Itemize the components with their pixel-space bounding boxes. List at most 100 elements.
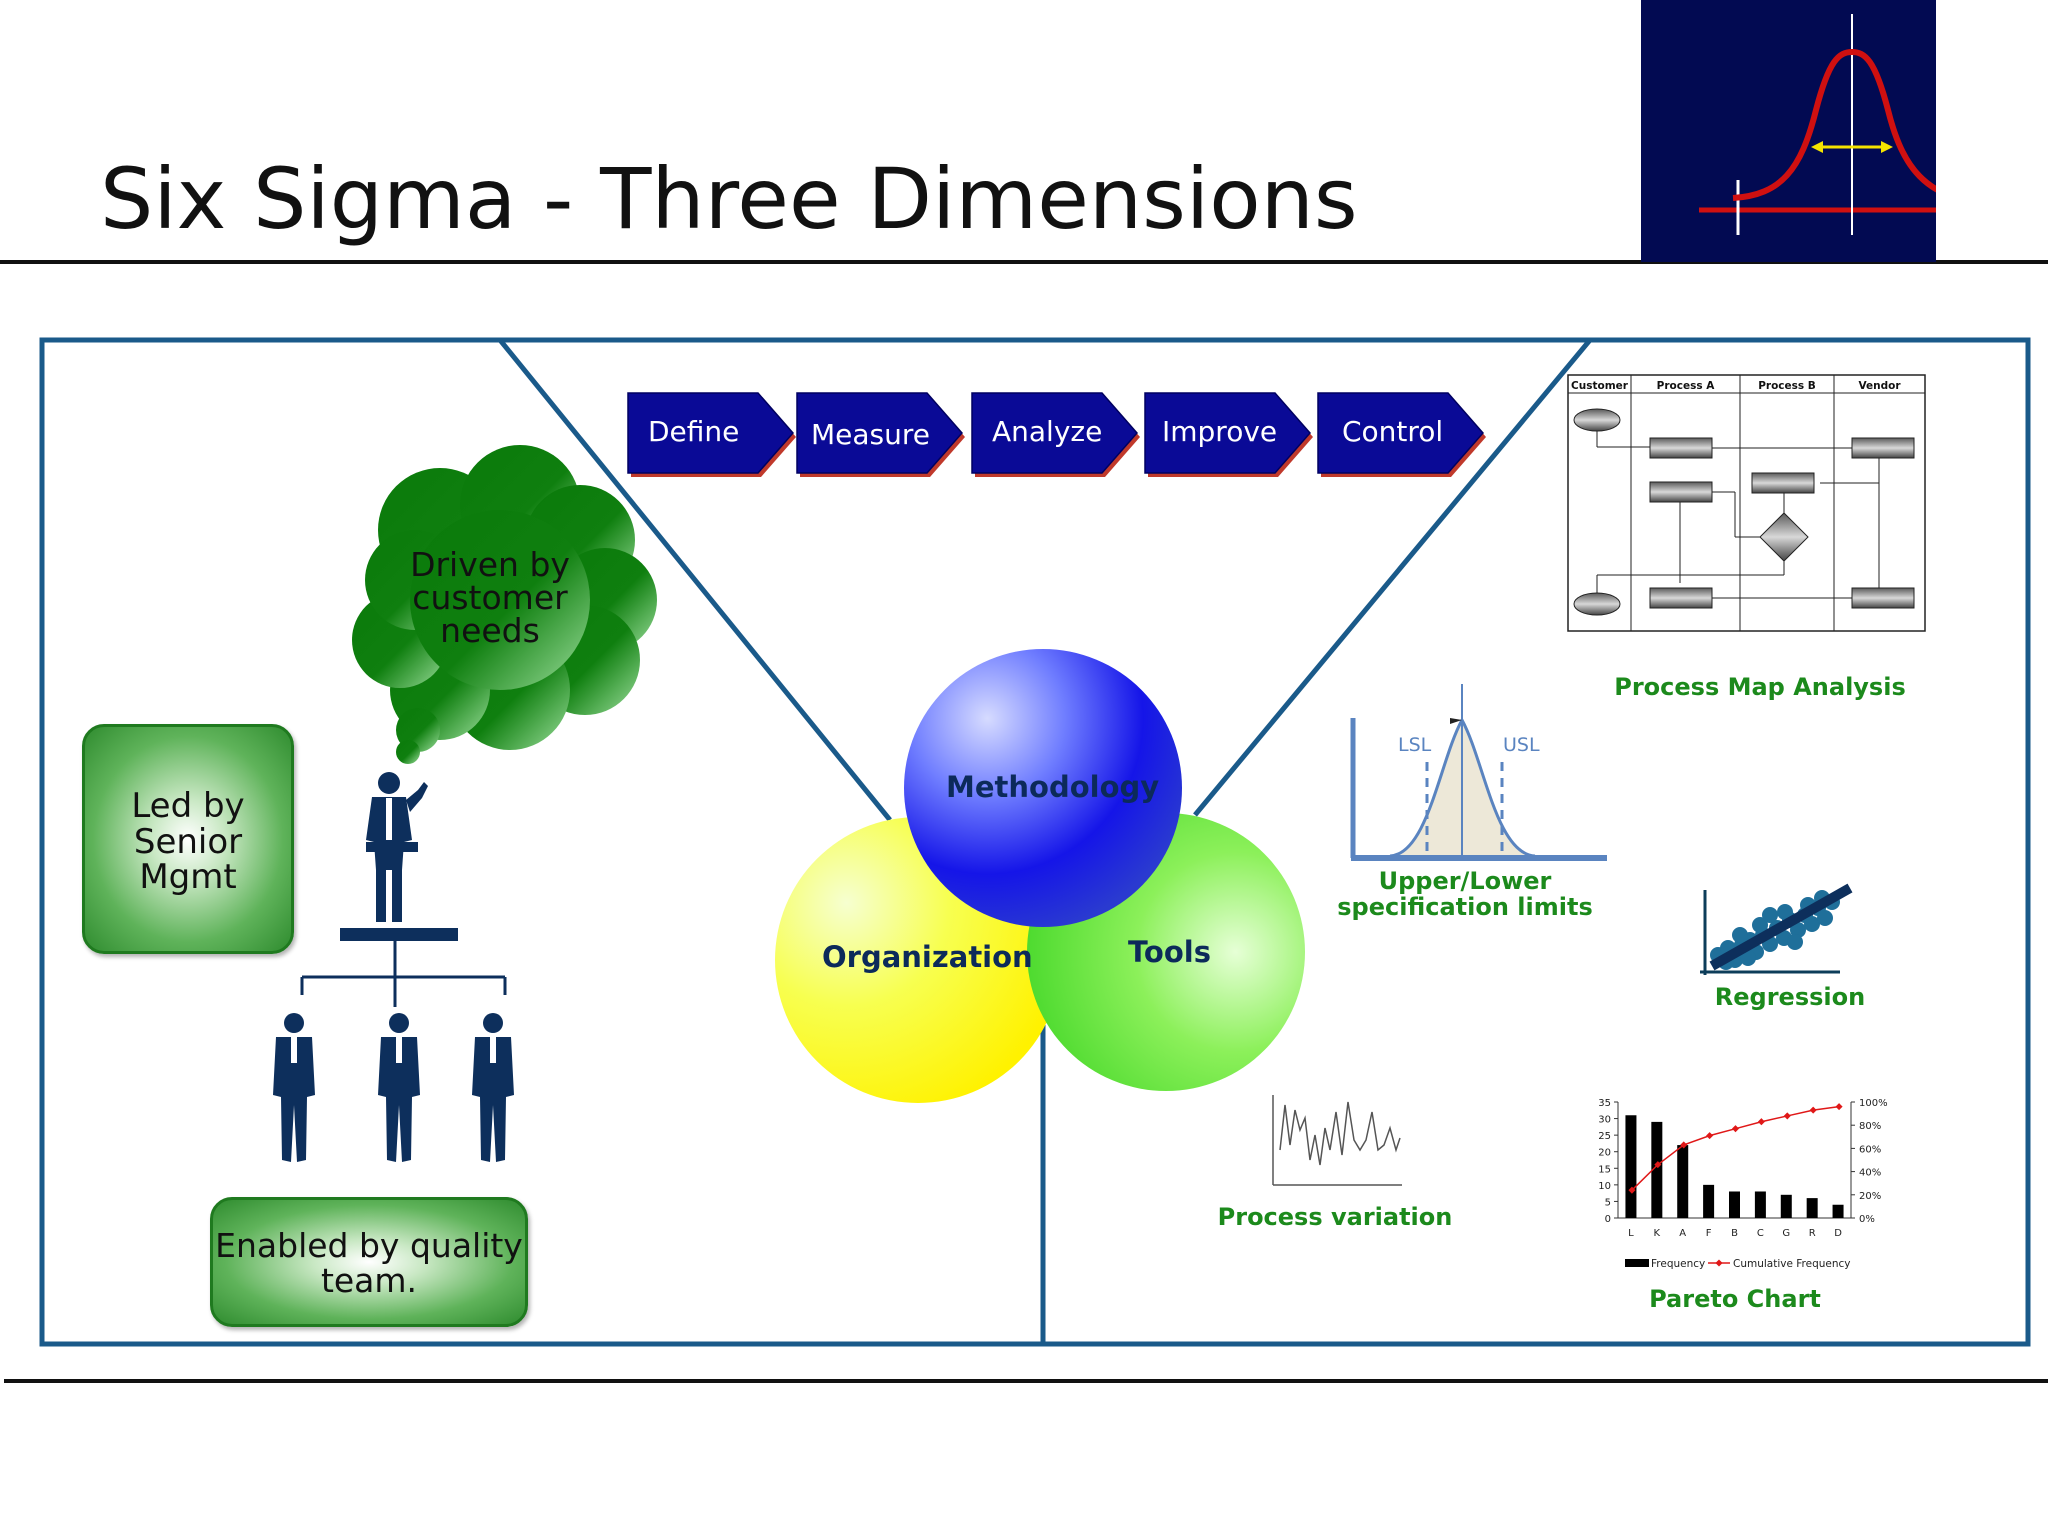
pareto-cumulative-line xyxy=(1631,1105,1840,1191)
pareto-cumulative-point xyxy=(1731,1125,1740,1133)
senior-line-3: Mgmt xyxy=(139,857,237,898)
title-divider xyxy=(0,260,2048,264)
pareto-category-label: C xyxy=(1757,1228,1764,1239)
regression-point xyxy=(1790,922,1806,938)
regression-point xyxy=(1787,934,1803,950)
regression-point xyxy=(1740,950,1756,966)
pareto-cumulative-point xyxy=(1835,1103,1843,1111)
thought-cloud xyxy=(352,445,657,764)
pareto-category-label: L xyxy=(1628,1228,1634,1239)
pareto-y-tick: 25 xyxy=(1598,1131,1611,1142)
divider-left xyxy=(498,338,892,822)
regression-point xyxy=(1732,927,1748,943)
pareto-bar xyxy=(1806,1198,1818,1218)
senior-mgmt-box: Led by Senior Mgmt xyxy=(82,724,294,954)
legend-frequency-label: Frequency xyxy=(1651,1258,1705,1270)
page-title: Six Sigma - Three Dimensions xyxy=(100,150,1358,248)
cloud-line-1: Driven by xyxy=(410,545,570,584)
step-define[interactable]: Define xyxy=(648,415,740,448)
pareto-bar xyxy=(1832,1204,1844,1218)
pareto-y-tick: 30 xyxy=(1598,1115,1611,1126)
spec-limits-chart: LSL USL xyxy=(1350,684,1607,861)
step-improve[interactable]: Improve xyxy=(1162,415,1278,448)
pareto-y-tick: 15 xyxy=(1598,1164,1611,1175)
step-analyze[interactable]: Analyze xyxy=(992,415,1103,448)
cloud-text: Driven by customer needs xyxy=(380,548,600,647)
pareto-bar xyxy=(1651,1121,1663,1218)
logo xyxy=(1641,0,2022,262)
dmaic-arrow-5[interactable] xyxy=(1317,392,1484,474)
legend-frequency-swatch xyxy=(1625,1259,1649,1267)
dmaic-arrows xyxy=(627,392,1486,477)
pareto-category-label: B xyxy=(1731,1228,1738,1239)
pareto-chart-label: Pareto Chart xyxy=(1649,1285,1821,1313)
pareto-y2-tick: 0% xyxy=(1859,1214,1875,1225)
dmaic-arrow-1[interactable] xyxy=(627,392,794,474)
spec-limits-line-2: specification limits xyxy=(1337,893,1593,922)
pareto-category-label: K xyxy=(1654,1228,1661,1239)
pareto-y-tick: 10 xyxy=(1598,1181,1611,1192)
pareto-category-label: G xyxy=(1782,1228,1790,1239)
spec-limits-label: Upper/Lower specification limits xyxy=(1320,868,1610,921)
pareto-category-label: D xyxy=(1834,1228,1842,1239)
methodology-circle xyxy=(904,649,1182,927)
team-member-2 xyxy=(378,1013,420,1162)
process-variation-chart xyxy=(1272,1095,1402,1186)
regression-chart xyxy=(1700,883,1853,975)
pareto-bar xyxy=(1703,1184,1715,1218)
pareto-cumulative-point xyxy=(1757,1118,1765,1126)
regression-point xyxy=(1817,910,1833,926)
pareto-y-tick: 5 xyxy=(1605,1197,1611,1208)
process-map-header: Process B xyxy=(1758,380,1816,392)
pareto-category-label: A xyxy=(1679,1228,1686,1239)
process-map-header: Vendor xyxy=(1858,380,1901,392)
senior-line-2: Senior xyxy=(133,821,243,862)
pareto-category-label: F xyxy=(1706,1228,1712,1239)
process-map-header: Process A xyxy=(1657,380,1716,392)
process-variation-label: Process variation xyxy=(1217,1203,1453,1231)
footer-divider xyxy=(4,1379,2048,1383)
pareto-cumulative-point xyxy=(1809,1106,1817,1114)
regression-point xyxy=(1804,916,1820,932)
step-measure[interactable]: Measure xyxy=(811,418,930,451)
pareto-y-tick: 35 xyxy=(1598,1098,1611,1109)
venn-organization-label: Organization xyxy=(822,940,1033,974)
venn-methodology-label: Methodology xyxy=(946,770,1160,804)
process-map-header: Customer xyxy=(1571,380,1629,392)
dmaic-arrow-2[interactable] xyxy=(796,392,963,474)
cloud-line-3: needs xyxy=(440,611,540,650)
pareto-cumulative-point xyxy=(1783,1112,1791,1120)
pareto-bar xyxy=(1729,1191,1740,1218)
org-tree-lines xyxy=(300,941,507,1007)
pareto-category-label: R xyxy=(1809,1228,1816,1239)
step-control[interactable]: Control xyxy=(1342,415,1444,448)
legend-cumulative-label: Cumulative Frequency xyxy=(1733,1258,1851,1270)
pareto-bar xyxy=(1754,1191,1766,1218)
team-line-1: Enabled by quality xyxy=(215,1226,523,1265)
pareto-y-tick: 20 xyxy=(1598,1148,1611,1159)
regression-point xyxy=(1777,904,1793,920)
pareto-bar xyxy=(1677,1145,1689,1218)
pareto-cumulative-point xyxy=(1706,1132,1714,1140)
divider-right xyxy=(1193,338,1592,817)
process-map-label: Process Map Analysis xyxy=(1614,673,1906,701)
dmaic-arrow-3[interactable] xyxy=(971,392,1138,474)
spec-limits-line-1: Upper/Lower xyxy=(1378,867,1552,895)
regression-label: Regression xyxy=(1714,983,1866,1011)
pareto-y-tick: 0 xyxy=(1605,1214,1611,1225)
dmaic-arrow-4[interactable] xyxy=(1144,392,1311,474)
senior-line-1: Led by xyxy=(131,786,245,826)
regression-point xyxy=(1752,917,1768,933)
pareto-y2-tick: 40% xyxy=(1859,1168,1881,1179)
pareto-y2-tick: 80% xyxy=(1859,1121,1881,1132)
pareto-y2-tick: 60% xyxy=(1859,1144,1881,1155)
outer-frame xyxy=(39,337,2031,1347)
pareto-bar xyxy=(1625,1115,1637,1218)
quality-team-box: Enabled by quality team. xyxy=(210,1197,528,1327)
process-map: Customer Process A Process B Vendor xyxy=(1567,374,1926,632)
team-figures xyxy=(273,1013,514,1162)
speaker-figure xyxy=(340,772,458,941)
pareto-y2-tick: 100% xyxy=(1859,1098,1888,1109)
usl-label: USL xyxy=(1503,734,1540,756)
